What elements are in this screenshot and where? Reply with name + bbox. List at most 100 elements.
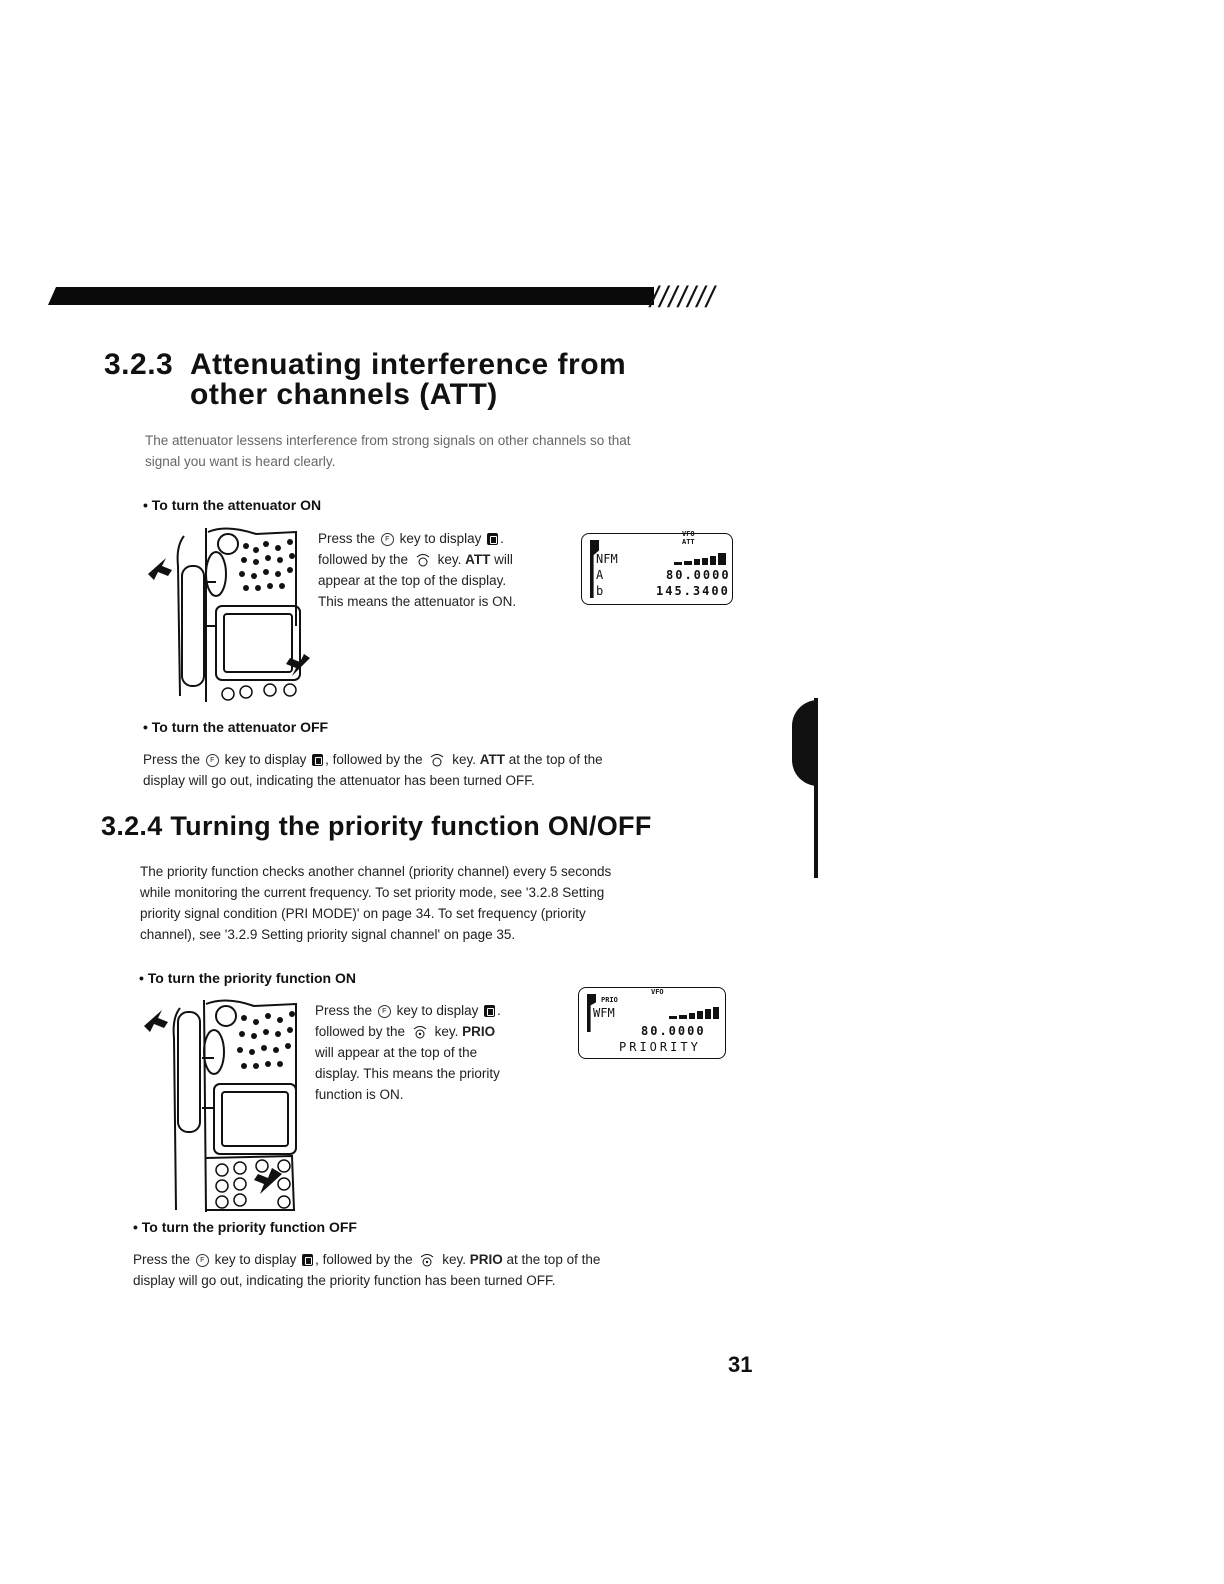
instruction-text: , followed by the [315,1252,413,1267]
instruction-text: This means the attenuator is ON. [318,594,517,609]
att-key-icon [416,554,430,567]
instruction-text: key to display [396,1003,479,1018]
prio-off-instructions: Press the F key to display , followed by… [133,1249,743,1291]
bottom-keys-drawing [215,1159,291,1209]
lcd-priority-label: PRIORITY [619,1040,701,1054]
lcd-vfo-indicator: VFO [651,988,664,996]
att-off-instructions: Press the F key to display , followed by… [143,749,743,791]
instruction-text: . [497,1003,501,1018]
lcd-mode: WFM [593,1006,615,1020]
instruction-text: at the top of the [508,752,603,767]
instruction-text: key. [437,552,462,567]
section1-intro: The attenuator lessens interference from… [145,430,745,472]
intro-line: signal you want is heard clearly. [145,454,336,469]
lcd-top-indicators: VFO ATT [682,530,695,546]
header-rule-bar [48,287,654,305]
function-display-f-icon [484,1005,496,1018]
instruction-text: key. [442,1252,466,1267]
lcd-vfo-indicator: VFO [682,530,695,538]
signal-meter-icon [669,1007,719,1019]
lcd-att-indicator: ATT [682,538,695,546]
instruction-text: Press the [318,531,376,546]
radio-illustration-att [148,527,310,702]
circled-f-key-icon: F [377,1004,391,1018]
pointer-arrow-icon [148,558,172,580]
section2-intro: The priority function checks another cha… [140,861,750,945]
instruction-text: followed by the [315,1024,406,1039]
instruction-text: key to display [214,1252,297,1267]
page-edge-tab-bar [814,698,818,878]
prio-on-heading: • To turn the priority function ON [139,970,356,986]
instruction-text: key. [434,1024,459,1039]
instruction-text: display will go out, indicating the atte… [143,773,535,788]
lcd-row-a-frequency: 80.0000 [666,568,731,582]
instruction-text: Press the [315,1003,373,1018]
instruction-text: , followed by the [325,752,423,767]
att-off-heading: • To turn the attenuator OFF [143,719,329,735]
pointer-arrow-icon [286,654,310,676]
circled-f-key-icon: F [380,532,394,546]
instruction-text: key to display [399,531,482,546]
att-key-icon [431,754,444,767]
bottom-keys-drawing [221,683,297,701]
instruction-text: display. This means the priority [315,1066,500,1081]
section-title-line1: Attenuating interference from [190,348,627,381]
circled-f-key-icon: F [195,1253,209,1267]
intro-line: channel), see '3.2.9 Setting priority si… [140,927,516,942]
section-title-line2: other channels (ATT) [190,378,498,411]
lcd-row-b-label: b [596,584,604,598]
keypad-drawing [239,539,295,591]
section-heading-3-2-3: 3.2.3 Attenuating interference from other… [104,350,626,410]
instruction-text: function is ON. [315,1087,404,1102]
keypad-drawing [237,1011,295,1069]
instruction-text: at the top of the [506,1252,601,1267]
page-number: 31 [728,1352,753,1377]
pointer-arrow-icon [254,1168,282,1194]
lcd-mode: NFM [596,552,618,566]
section-title: Turning the priority function ON/OFF [170,811,652,841]
function-display-f-icon [302,1254,314,1267]
instruction-text: key to display [224,752,307,767]
instruction-text: . [500,531,504,546]
lcd-row-a-label: A [596,568,604,582]
instruction-text: will [494,552,513,567]
lcd-display-att: VFO ATT NFM A 80.0000 b 145.3400 [581,530,733,605]
prio-keyword: PRIO [469,1252,503,1267]
lcd-frequency: 80.0000 [641,1024,706,1038]
section-number: 3.2.3 [104,348,174,381]
att-keyword: ATT [465,552,491,567]
prio-key-icon [421,1254,434,1267]
lcd-display-prio: PRIO VFO WFM 80.0000 PRIORITY [578,987,726,1059]
prio-keyword: PRIO [462,1024,496,1039]
prio-on-instructions: Press the F key to display . followed by… [315,1000,577,1105]
instruction-text: display will go out, indicating the prio… [133,1273,556,1288]
intro-line: while monitoring the current frequency. … [140,885,605,900]
page-edge-tab-marker [792,700,818,786]
att-on-instructions: Press the F key to display . followed by… [318,528,578,612]
intro-line: The priority function checks another cha… [140,864,612,879]
lcd-prio-indicator: PRIO [601,996,618,1004]
att-keyword: ATT [479,752,505,767]
function-display-f-icon [487,533,499,546]
radio-illustration-prio [144,999,297,1212]
radio-body-drawing [172,999,297,1212]
intro-line: priority signal condition (PRI MODE)' on… [140,906,586,921]
radio-body-drawing [176,527,301,702]
circled-f-key-icon: F [205,753,219,767]
instruction-text: will appear at the top of the [315,1045,478,1060]
intro-line: The attenuator lessens interference from… [145,433,631,448]
instruction-text: followed by the [318,552,409,567]
instruction-text: appear at the top of the display. [318,573,507,588]
att-on-heading: • To turn the attenuator ON [143,497,322,513]
instruction-text: Press the [133,1252,191,1267]
section-number: 3.2.4 [101,811,163,841]
header-rule-slashes: /////// [650,281,716,314]
signal-meter-icon [674,553,726,565]
pointer-arrow-icon [144,1010,168,1032]
section-heading-3-2-4: 3.2.4 Turning the priority function ON/O… [101,808,652,844]
function-display-f-icon [312,754,324,767]
lcd-row-b-frequency: 145.3400 [656,584,730,598]
instruction-text: key. [452,752,476,767]
prio-off-heading: • To turn the priority function OFF [133,1219,357,1235]
instruction-text: Press the [143,752,201,767]
